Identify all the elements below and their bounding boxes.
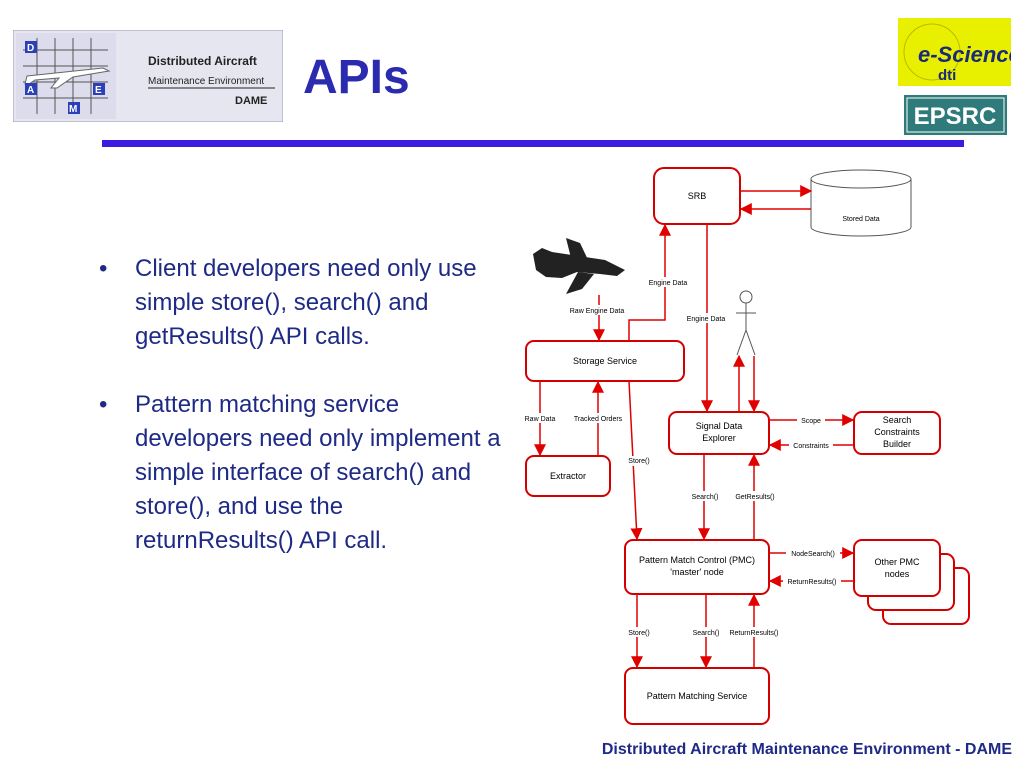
dame-logo-letter-m: M	[69, 104, 77, 115]
epsrc-logo-text: EPSRC	[914, 103, 997, 130]
label-search-1: Search()	[692, 494, 719, 501]
other-pmc-label-1: Other PMC	[874, 557, 920, 567]
bullet-text: Client developers need only use simple s…	[135, 255, 477, 350]
label-node-search: NodeSearch()	[791, 551, 835, 558]
label-raw-data: Raw Data	[525, 416, 556, 423]
label-raw-engine-data: Raw Engine Data	[570, 308, 625, 315]
signal-data-explorer-label-1: Signal Data	[696, 421, 743, 431]
escience-logo-sub: dti	[938, 67, 956, 84]
label-store-2: Store()	[628, 630, 649, 637]
dame-logo-line3: DAME	[235, 95, 267, 107]
bullet-list: •Client developers need only use simple …	[97, 252, 507, 592]
dame-logo-line1: Distributed Aircraft	[148, 54, 257, 68]
dame-logo-letter-e: E	[95, 85, 102, 96]
other-pmc-label-2: nodes	[885, 569, 910, 579]
stored-data-label: Stored Data	[842, 216, 879, 223]
airplane-icon	[533, 238, 625, 294]
storage-service-label: Storage Service	[573, 356, 637, 366]
srb-box	[653, 167, 741, 225]
search-constraints-builder-label-1: Search	[883, 415, 912, 425]
search-constraints-builder-box	[853, 411, 941, 455]
other-pmc-box	[853, 539, 941, 597]
label-engine-data-up: Engine Data	[649, 280, 688, 287]
dame-logo-letter-d: D	[27, 43, 34, 54]
label-constraints: Constraints	[793, 443, 829, 450]
signal-data-explorer-box	[668, 411, 770, 455]
label-search-2: Search()	[693, 630, 720, 637]
stored-data-cylinder	[810, 169, 912, 237]
label-return-results-1: ReturnResults()	[787, 579, 836, 586]
user-figure-icon	[736, 290, 756, 356]
pattern-matching-service-label: Pattern Matching Service	[647, 691, 748, 701]
search-constraints-builder-label-2: Constraints	[874, 427, 920, 437]
extractor-label: Extractor	[550, 471, 586, 481]
pmc-master-box	[624, 539, 770, 595]
page-title: APIs	[303, 51, 410, 104]
pattern-matching-service-box	[624, 667, 770, 725]
arrow-storage-to-srb	[628, 223, 671, 341]
architecture-diagram: SRB Stored Data Storage Service Extracto…	[520, 167, 970, 725]
epsrc-logo: EPSRC	[904, 95, 1007, 135]
dame-logo: D A E M Distributed Aircraft Maintenance…	[13, 30, 283, 122]
bullet-item: •Client developers need only use simple …	[99, 255, 477, 350]
storage-service-box	[525, 340, 685, 382]
signal-data-explorer-label-2: Explorer	[702, 433, 736, 443]
dame-logo-letter-a: A	[27, 85, 34, 96]
escience-logo-text: e-Science	[918, 42, 1011, 67]
escience-logo: e-Science dti	[898, 18, 1011, 86]
search-constraints-builder-label-3: Builder	[883, 439, 911, 449]
dame-logo-line2: Maintenance Environment	[148, 76, 264, 87]
pmc-master-label-1: Pattern Match Control (PMC)	[639, 555, 755, 565]
title-divider	[102, 140, 964, 147]
label-get-results: GetResults()	[735, 494, 774, 501]
label-return-results-2: ReturnResults()	[729, 630, 778, 637]
extractor-box	[525, 455, 611, 497]
label-scope: Scope	[801, 418, 821, 425]
footer-text: Distributed Aircraft Maintenance Environ…	[601, 741, 1012, 758]
srb-label: SRB	[688, 191, 707, 201]
bullet-text: Pattern matching service developers need…	[135, 391, 501, 554]
bullet-item: •Pattern matching service developers nee…	[99, 391, 501, 554]
pmc-master-label-2: 'master' node	[670, 567, 723, 577]
label-store-1: Store()	[628, 458, 649, 465]
label-tracked-orders: Tracked Orders	[574, 416, 623, 423]
label-engine-data-down: Engine Data	[687, 316, 726, 323]
